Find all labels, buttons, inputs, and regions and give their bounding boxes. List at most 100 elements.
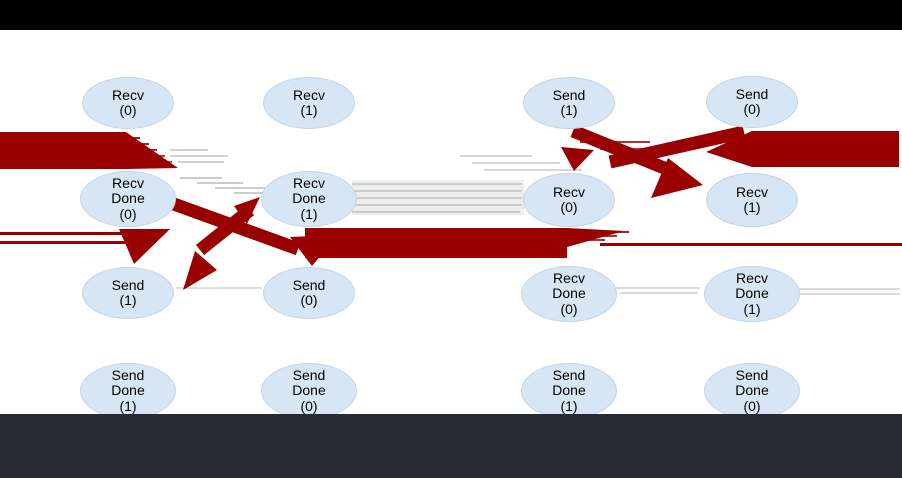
node-send-0-col4: Send(0) [706, 76, 798, 128]
edge-smear-streak [170, 149, 208, 151]
red-edge-band [0, 241, 127, 244]
node-label-line: (1) [560, 102, 578, 118]
red-edge-diagonal [570, 124, 677, 179]
red-edge-arrowhead [706, 131, 752, 167]
node-label-line: (1) [560, 397, 578, 414]
edge-smear-streak [352, 183, 522, 185]
node-label-line: Done [292, 382, 326, 399]
edge-smear-streak [234, 192, 284, 194]
edge-smear-streak [472, 162, 560, 164]
node-label-line: Done [111, 382, 145, 399]
red-edge-band [752, 131, 899, 167]
node-label-line: Done [735, 285, 769, 302]
node-label-line: Done [292, 190, 326, 207]
node-send-0-col2: Send(0) [263, 267, 355, 319]
node-label-line: Send [111, 366, 145, 383]
edge-smear-streak [620, 292, 698, 294]
edge-smear-streak [180, 177, 222, 179]
node-label-line: (0) [300, 397, 318, 414]
red-edge-streak [126, 143, 149, 145]
node-label-line: Recv [293, 86, 325, 103]
edge-smear-streak [352, 190, 522, 192]
edge-smear-streak [197, 182, 243, 184]
edge-smear-streak [798, 288, 900, 290]
red-edge-streak [126, 161, 172, 163]
top-letterbox-bar [0, 0, 902, 30]
red-edge-diagonal [195, 204, 255, 256]
red-edge-arrowhead [119, 229, 170, 264]
node-label-line: (0) [119, 205, 137, 222]
red-edge-diagonal [608, 125, 746, 169]
red-edge-arrowhead [561, 147, 594, 171]
node-label-line: Done [552, 285, 586, 302]
node-recv-1-col4: Recv(1) [706, 173, 798, 227]
edge-smear-streak [798, 293, 900, 295]
edge-smear-streak [352, 204, 522, 206]
red-edge-streak [567, 235, 617, 237]
node-recv-0-col1: Recv(0) [82, 77, 174, 129]
node-label-line: Done [552, 382, 586, 399]
node-label-line: (0) [560, 300, 578, 317]
node-label-line: Send [735, 85, 769, 102]
node-label-line: Send [552, 366, 586, 383]
node-label-line: Recv [553, 269, 585, 286]
edge-smear-streak [352, 180, 524, 215]
node-label-line: (1) [119, 397, 137, 414]
node-label-line: (1) [119, 292, 137, 308]
node-label-line: Send [111, 276, 145, 293]
red-edge-streak [126, 137, 140, 139]
node-send-1-col1: Send(1) [82, 267, 174, 319]
node-send-1-col3: Send(1) [523, 77, 615, 129]
node-label-line: Recv [736, 183, 768, 200]
node-label-line: (0) [743, 101, 761, 117]
node-label-line: Send [292, 366, 326, 383]
red-edge-streak [126, 149, 157, 151]
node-label-line: (1) [300, 102, 318, 118]
edge-smear-streak [616, 287, 700, 289]
red-edge-arrowhead [183, 251, 217, 290]
node-label-line: (0) [300, 292, 318, 308]
edge-smear-streak [170, 155, 228, 157]
node-label-line: Send [292, 276, 326, 293]
edge-smear-streak [352, 211, 520, 213]
node-label-line: (1) [300, 205, 318, 222]
node-label-line: (0) [119, 102, 137, 118]
node-label-line: Send [735, 366, 769, 383]
red-edge-streak [567, 231, 629, 233]
red-edge-streak [126, 155, 165, 157]
red-edge-streak [600, 148, 680, 150]
node-label-line: Send [552, 86, 586, 103]
node-label-line: Recv [112, 174, 144, 191]
node-label-line: (1) [743, 300, 761, 317]
red-edge-band [600, 243, 902, 246]
node-label-line: Recv [112, 86, 144, 103]
edge-smear-streak [352, 197, 522, 199]
edge-smear-streak [176, 287, 262, 289]
node-label-line: (0) [743, 397, 761, 414]
red-edge-band [305, 228, 567, 258]
node-label-line: (0) [560, 199, 578, 215]
node-label-line: Recv [553, 183, 585, 200]
edge-smear-streak [460, 155, 532, 157]
node-label-line: Done [111, 190, 145, 207]
red-edge-streak [580, 141, 650, 143]
red-edge-band [0, 232, 127, 235]
edge-smear-streak [215, 187, 265, 189]
red-edge-streak [567, 239, 605, 241]
red-edge-band [0, 132, 126, 169]
bottom-letterbox-bar [0, 414, 902, 478]
node-label-line: Recv [293, 174, 325, 191]
node-label-line: Done [735, 382, 769, 399]
red-edge-arrowhead [290, 235, 338, 266]
edge-smear-streak [178, 161, 224, 163]
node-label-line: Recv [736, 269, 768, 286]
